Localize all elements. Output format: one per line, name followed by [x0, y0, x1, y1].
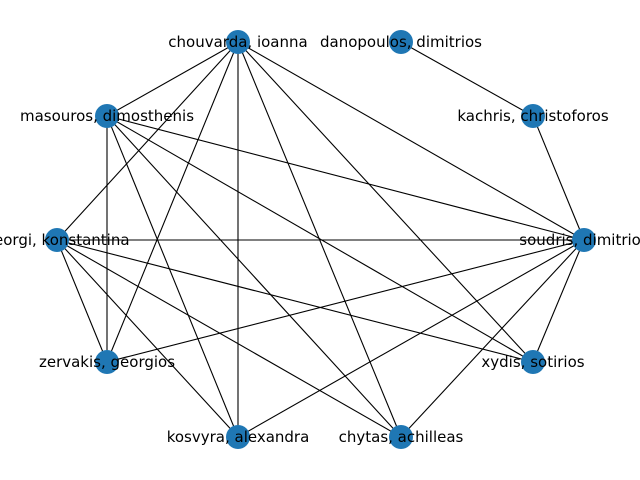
node-georgi	[45, 228, 69, 252]
node-label-zervakis: zervakis, georgios	[39, 353, 175, 371]
node-chouvarda	[226, 30, 250, 54]
node-label-kachris: kachris, christoforos	[457, 107, 608, 125]
edge-chouvarda-masouros	[106, 41, 239, 117]
edge-georgi-zervakis	[56, 239, 108, 363]
node-label-masouros: masouros, dimosthenis	[20, 107, 194, 125]
node-label-chouvarda: chouvarda, ioanna	[168, 33, 307, 51]
edges-layer	[56, 41, 585, 438]
edge-masouros-soudris	[106, 115, 585, 241]
node-xydis	[521, 350, 545, 374]
edge-georgi-kosvyra	[56, 239, 239, 438]
edge-soudris-xydis	[532, 239, 585, 363]
edge-chouvarda-zervakis	[106, 41, 239, 363]
edge-danopoulos-kachris	[400, 41, 534, 117]
edge-masouros-xydis	[106, 115, 534, 363]
node-masouros	[95, 104, 119, 128]
edge-soudris-chytas	[400, 239, 585, 438]
edge-soudris-kosvyra	[237, 239, 585, 438]
node-soudris	[572, 228, 596, 252]
node-label-soudris: soudris, dimitrios	[519, 231, 640, 249]
labels-layer: chouvarda, ioanna danopoulos, dimitrios ma…	[0, 33, 640, 446]
node-label-danopoulos: danopoulos, dimitrios	[320, 33, 482, 51]
edge-kachris-soudris	[532, 115, 585, 241]
node-chytas	[389, 425, 413, 449]
edge-chouvarda-georgi	[56, 41, 239, 241]
edge-soudris-zervakis	[106, 239, 585, 363]
nodes-layer	[45, 30, 596, 449]
node-kosvyra	[226, 425, 250, 449]
node-danopoulos	[389, 30, 413, 54]
node-label-kosvyra: kosvyra, alexandra	[167, 428, 310, 446]
node-zervakis	[95, 350, 119, 374]
node-label-chytas: chytas, achilleas	[339, 428, 464, 446]
edge-georgi-xydis	[56, 239, 534, 363]
node-kachris	[521, 104, 545, 128]
node-label-xydis: xydis, sotirios	[481, 353, 584, 371]
edge-masouros-kosvyra	[106, 115, 239, 438]
edge-chouvarda-soudris	[237, 41, 585, 241]
node-label-georgi: georgi, konstantina	[0, 231, 130, 249]
edge-chouvarda-xydis	[237, 41, 534, 363]
edge-masouros-chytas	[106, 115, 402, 438]
edge-georgi-chytas	[56, 239, 402, 438]
